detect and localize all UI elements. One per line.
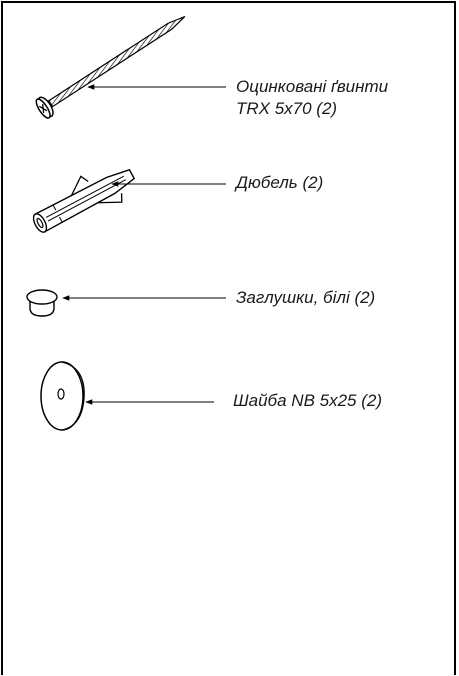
screw-label: Оцинковані ґвинти TRX 5x70 (2)	[236, 76, 388, 120]
washer-icon	[40, 361, 85, 431]
cap-label-line1: Заглушки, білі (2)	[236, 288, 376, 307]
dowel-label-line1: Дюбель (2)	[236, 173, 324, 192]
screw-label-line1: Оцинковані ґвинти	[236, 77, 389, 96]
dowel-label: Дюбель (2)	[236, 172, 323, 194]
screw-icon	[35, 15, 186, 119]
wall-plug-icon	[32, 168, 136, 233]
cover-cap-icon	[26, 289, 58, 317]
washer-label-line1: Шайба NB 5x25 (2)	[233, 391, 382, 410]
washer-label: Шайба NB 5x25 (2)	[233, 390, 382, 412]
screw-label-line2: TRX 5x70 (2)	[236, 99, 338, 118]
cap-label: Заглушки, білі (2)	[236, 287, 375, 309]
